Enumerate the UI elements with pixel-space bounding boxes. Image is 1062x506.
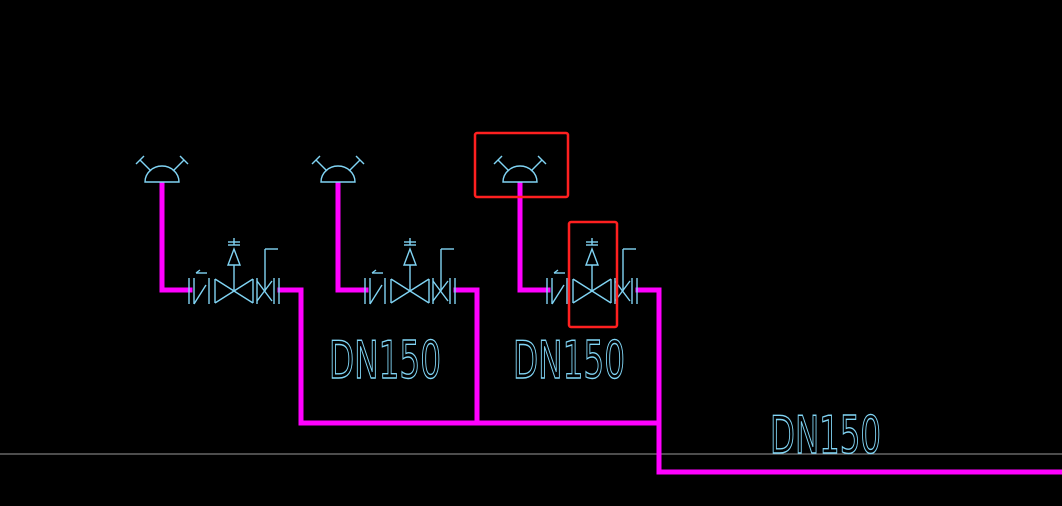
pipe-size-label: DN150 xyxy=(513,331,625,391)
pipe-main xyxy=(635,287,1062,475)
highlight-box-sprinkler xyxy=(473,131,570,199)
pipe-branch-1-riser xyxy=(159,182,193,293)
pipe-branch-2-riser xyxy=(335,182,369,293)
valve-assembly-icon xyxy=(364,237,456,305)
highlight-box-valve xyxy=(567,220,619,329)
branch-1 xyxy=(135,155,280,305)
branch-3 xyxy=(493,155,638,305)
pipe-branch-2-outlet xyxy=(453,287,480,426)
sprinkler-head-icon xyxy=(311,155,365,183)
pipe-network xyxy=(159,182,1062,475)
sprinkler-head-icon xyxy=(135,155,189,183)
sprinkler-head-icon xyxy=(493,155,547,183)
valve-assembly-icon xyxy=(546,237,638,305)
pipe-branch-3-riser xyxy=(517,182,551,293)
branch-2 xyxy=(311,155,456,305)
pipe-size-label: DN150 xyxy=(770,406,881,466)
valve-assembly-icon xyxy=(188,237,280,305)
pipe-size-label: DN150 xyxy=(329,331,441,391)
